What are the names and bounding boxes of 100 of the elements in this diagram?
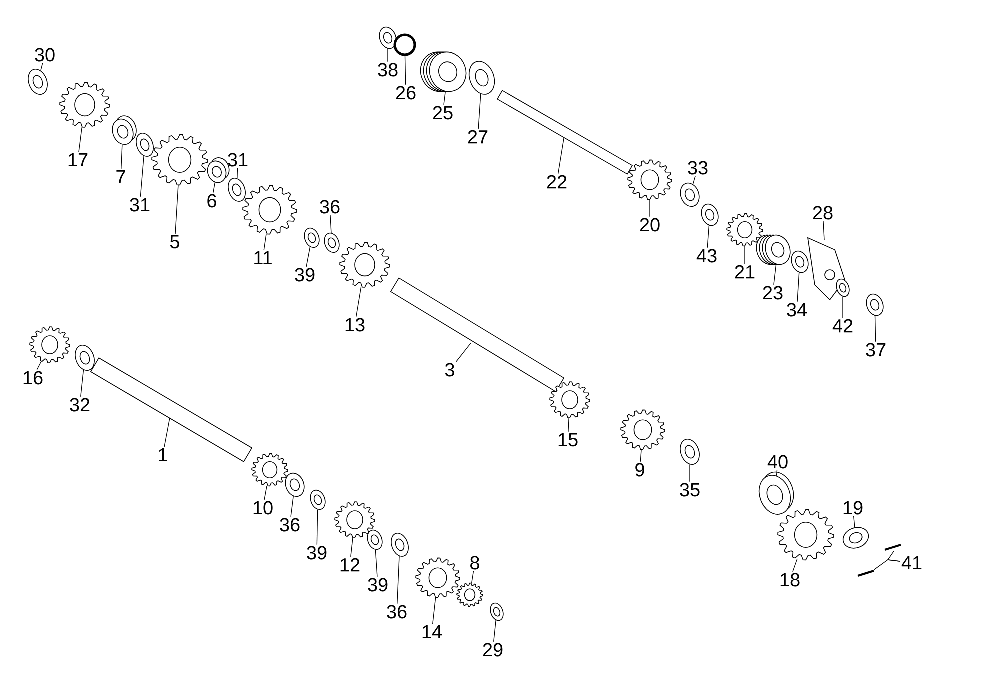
leader-line bbox=[397, 556, 400, 604]
washer-drawing bbox=[866, 294, 884, 316]
washer-drawing bbox=[468, 61, 496, 95]
callout-number: 28 bbox=[813, 206, 833, 220]
leader-line bbox=[797, 272, 800, 302]
callout-number: 16 bbox=[24, 371, 43, 385]
callout-number: 35 bbox=[680, 483, 700, 497]
leader-line bbox=[40, 62, 44, 72]
washer-drawing bbox=[701, 204, 719, 226]
bolt-drawing bbox=[884, 544, 902, 551]
leader-line bbox=[774, 264, 777, 286]
washer-drawing bbox=[75, 345, 95, 371]
shaft-drawing bbox=[497, 90, 633, 175]
washer-drawing bbox=[310, 490, 326, 510]
callout-number: 22 bbox=[547, 175, 567, 189]
washer-drawing bbox=[28, 69, 48, 95]
callout-number: 11 bbox=[254, 251, 272, 265]
callout-number: 15 bbox=[558, 433, 578, 447]
callout-number: 31 bbox=[228, 153, 248, 167]
callout-number: 31 bbox=[130, 198, 150, 212]
gear-drawing bbox=[550, 382, 590, 418]
callout-number: 36 bbox=[280, 518, 300, 532]
leader-line bbox=[558, 138, 564, 174]
callout-number: 30 bbox=[35, 48, 55, 62]
leader-line bbox=[478, 94, 482, 130]
washer-drawing bbox=[680, 439, 700, 465]
callout-number: 39 bbox=[307, 546, 327, 560]
callout-number: 37 bbox=[866, 343, 886, 357]
callout-number: 8 bbox=[470, 556, 480, 570]
leader-line bbox=[164, 418, 170, 448]
callout-number: 40 bbox=[768, 455, 788, 469]
callout-number: 20 bbox=[640, 218, 660, 232]
callout-number: 1 bbox=[159, 448, 168, 462]
leader-line bbox=[640, 450, 642, 462]
leader-line bbox=[290, 496, 294, 518]
callout-number: 23 bbox=[763, 286, 783, 300]
callout-number: 38 bbox=[378, 63, 398, 77]
washer-drawing bbox=[367, 530, 383, 550]
bearing-drawing bbox=[112, 116, 137, 146]
washer-drawing bbox=[285, 472, 305, 498]
callout-number: 41 bbox=[902, 556, 922, 570]
leader-line bbox=[432, 597, 436, 624]
spring-drawing bbox=[756, 234, 791, 266]
callout-number: 36 bbox=[320, 200, 340, 214]
washer-drawing bbox=[836, 278, 850, 298]
gear-drawing bbox=[60, 82, 110, 128]
callout-number: 3 bbox=[445, 363, 454, 377]
bolt-drawing bbox=[858, 570, 874, 577]
callout-number: 17 bbox=[68, 153, 88, 167]
leader-line bbox=[213, 182, 216, 194]
callout-number: 43 bbox=[696, 249, 717, 263]
spring-drawing bbox=[420, 52, 467, 92]
leader-line bbox=[264, 234, 267, 250]
leader-line bbox=[36, 361, 42, 370]
washer-drawing bbox=[379, 26, 397, 50]
leader-line bbox=[842, 296, 844, 318]
leader-line bbox=[316, 509, 318, 546]
shaft-drawing bbox=[390, 278, 564, 392]
callout-number: 39 bbox=[295, 268, 315, 282]
leader-line bbox=[78, 127, 82, 152]
leader-line bbox=[264, 486, 268, 500]
washer-drawing bbox=[324, 232, 340, 254]
leader-line bbox=[776, 470, 778, 476]
leader-line bbox=[707, 225, 710, 248]
gear-drawing bbox=[778, 509, 834, 561]
gear-drawing bbox=[334, 502, 376, 538]
callout-number: 34 bbox=[787, 303, 808, 317]
bearing-drawing bbox=[207, 158, 230, 184]
callout-number: 27 bbox=[468, 130, 488, 144]
gear-drawing bbox=[416, 558, 460, 598]
callout-number: 18 bbox=[780, 573, 800, 587]
gear-drawing bbox=[242, 185, 298, 235]
gear-drawing bbox=[152, 134, 208, 186]
callout-number: 13 bbox=[346, 318, 365, 332]
callout-number: 19 bbox=[844, 501, 863, 515]
callout-number: 14 bbox=[422, 625, 442, 639]
leader-line bbox=[121, 144, 123, 170]
callout-number: 5 bbox=[170, 235, 180, 249]
leader-line bbox=[175, 185, 179, 234]
callout-number: 42 bbox=[832, 319, 853, 333]
callout-number: 12 bbox=[340, 558, 360, 572]
washer-drawing bbox=[304, 228, 320, 248]
callout-number: 32 bbox=[70, 398, 90, 412]
gear-drawing bbox=[620, 410, 666, 450]
leader-line bbox=[330, 214, 332, 234]
washer-drawing bbox=[680, 182, 700, 208]
leader-line bbox=[823, 220, 825, 240]
callout-number: 29 bbox=[483, 643, 503, 657]
callout-number: 39 bbox=[368, 578, 388, 592]
leader-line bbox=[874, 560, 900, 570]
washer-drawing bbox=[490, 602, 504, 622]
callout-number: 33 bbox=[688, 161, 708, 175]
callout-number: 7 bbox=[116, 170, 126, 184]
leader-line bbox=[874, 316, 876, 342]
gear-drawing bbox=[252, 453, 288, 487]
callout-number: 9 bbox=[636, 463, 644, 477]
gear-drawing bbox=[30, 326, 70, 364]
callout-number: 21 bbox=[735, 265, 755, 279]
gear-drawing bbox=[456, 582, 484, 608]
leader-line bbox=[306, 246, 311, 268]
